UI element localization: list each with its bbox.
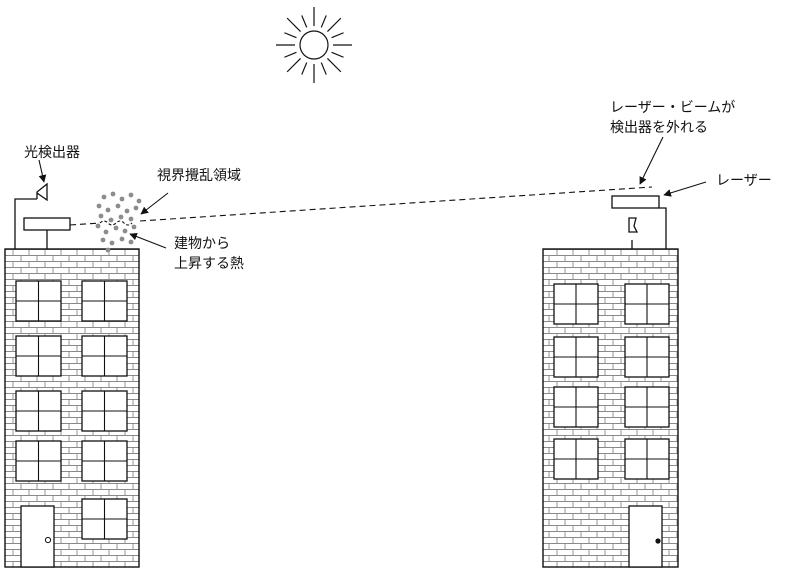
beam-label-line2: 検出器を外れる [610, 120, 708, 136]
right-detector-icon [628, 217, 639, 233]
sun-ray [320, 62, 327, 75]
window [15, 280, 62, 322]
window [624, 283, 670, 325]
particle [95, 223, 101, 229]
window [81, 498, 128, 540]
window [81, 440, 128, 482]
particle [96, 203, 102, 209]
particle [128, 192, 134, 198]
window [624, 386, 670, 428]
left-building-windows [15, 280, 128, 540]
sun-ray [301, 62, 308, 75]
window [15, 440, 62, 482]
particle [131, 224, 137, 230]
sun-ray [284, 51, 297, 58]
particle [113, 225, 119, 231]
sun-ray [284, 32, 297, 39]
particle [119, 236, 125, 242]
window [15, 390, 62, 432]
particle [105, 207, 111, 213]
sun-ray [331, 32, 344, 39]
window [553, 336, 599, 378]
sun-ray [327, 17, 342, 32]
window [81, 280, 128, 322]
right-equipment [611, 195, 667, 249]
particle [136, 198, 142, 204]
particle [109, 240, 115, 246]
beam-label-line1: レーザー・ビームが [610, 100, 735, 116]
window [81, 390, 128, 432]
heat-label-line1: 建物から [174, 236, 230, 252]
right-building [542, 248, 679, 568]
sun-ray [320, 15, 327, 28]
particle [128, 239, 134, 245]
scatter-region-label: 視界攪乱領域 [157, 167, 241, 184]
particle [119, 196, 125, 202]
photodetector-icon [36, 182, 48, 202]
laser-leader [663, 181, 707, 197]
sun-ray [327, 58, 342, 73]
laser-label: レーザー [716, 173, 772, 189]
photodetector-leader [38, 159, 47, 183]
particle [101, 194, 107, 200]
particle [110, 191, 116, 197]
sun-icon [276, 7, 352, 83]
particle [105, 247, 111, 253]
particle [115, 203, 121, 209]
particle [124, 208, 130, 214]
left-laser-icon [23, 217, 71, 231]
particle [108, 217, 114, 223]
sun-ray [301, 15, 308, 28]
right-building-windows [553, 283, 670, 480]
window [624, 336, 670, 378]
scatter-particles [95, 191, 142, 253]
sun-ray [286, 17, 301, 32]
window [624, 438, 670, 480]
left-door [20, 505, 55, 568]
particle [128, 216, 134, 222]
photodetector-label: 光検出器 [24, 145, 80, 161]
scatter-leader [140, 192, 169, 215]
window [553, 438, 599, 480]
sun-ray [286, 58, 301, 73]
window [553, 386, 599, 428]
window [553, 283, 599, 325]
window [15, 335, 62, 377]
laser-icon [611, 195, 660, 209]
heat-label-line2: 上昇する熱 [174, 256, 244, 272]
particle [122, 228, 128, 234]
left-equipment [14, 182, 71, 249]
right-door [628, 505, 663, 568]
beam-leader [639, 136, 664, 185]
particle [100, 237, 106, 243]
particle [103, 229, 109, 235]
sun-ray [331, 51, 344, 58]
window [81, 335, 128, 377]
particle [133, 205, 139, 211]
particle [118, 214, 124, 220]
laser-beam [69, 186, 653, 226]
left-building [4, 248, 140, 568]
particle [98, 213, 104, 219]
heat-leader [129, 232, 167, 249]
